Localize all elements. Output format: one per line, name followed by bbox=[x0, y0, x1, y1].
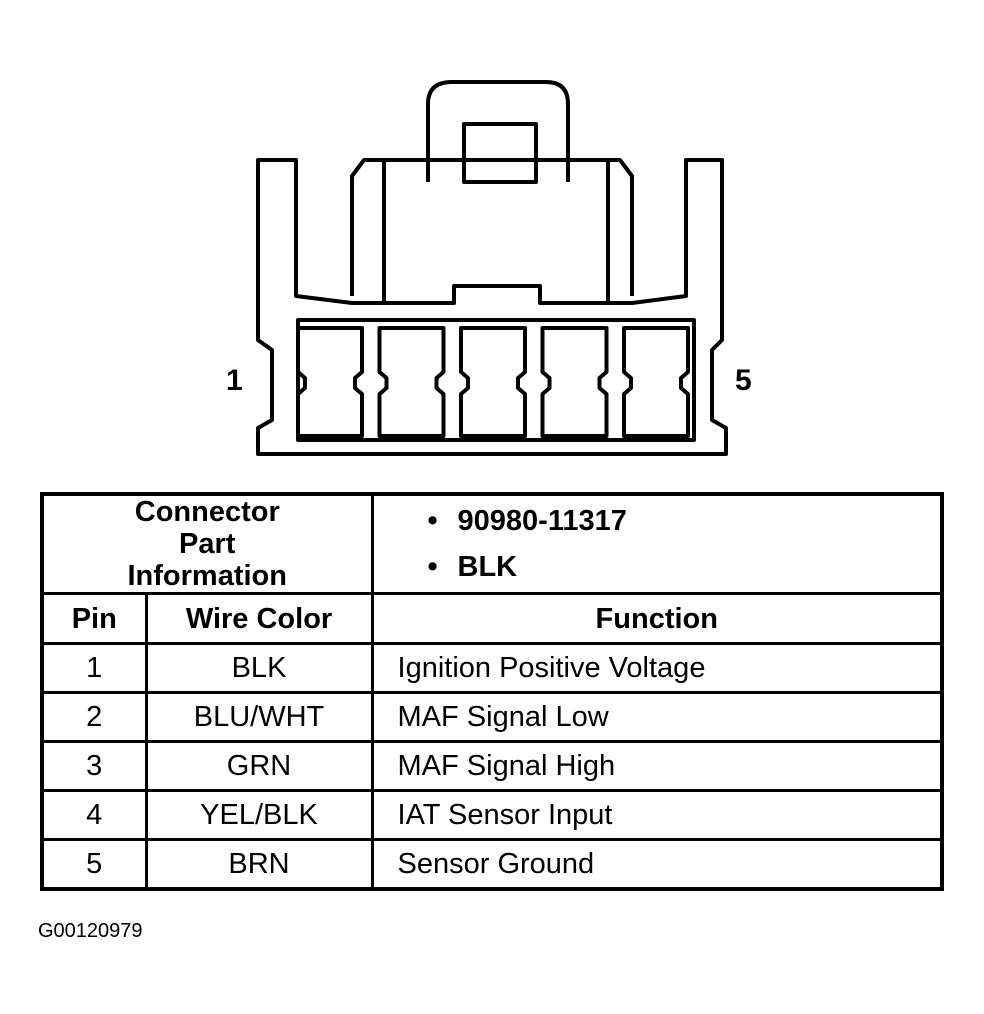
table-header-row: Pin Wire Color Function bbox=[40, 592, 944, 645]
table-row: 5 BRN Sensor Ground bbox=[40, 838, 944, 891]
pin-1-label: 1 bbox=[226, 364, 243, 397]
part-number-value: 90980-11317 bbox=[457, 505, 627, 537]
cell-function: Sensor Ground bbox=[370, 838, 944, 891]
part-color-value: BLK bbox=[457, 551, 518, 583]
table-row: 1 BLK Ignition Positive Voltage bbox=[40, 642, 944, 694]
connector-cavity-window bbox=[296, 318, 696, 442]
pin-5-label: 5 bbox=[735, 364, 752, 397]
header-pin: Pin bbox=[40, 592, 148, 645]
part-info-label: Connector Part Information bbox=[40, 492, 374, 595]
cell-pin: 2 bbox=[40, 691, 148, 743]
table-row: 3 GRN MAF Signal High bbox=[40, 740, 944, 792]
part-info-values: • 90980-11317 • BLK bbox=[370, 492, 944, 595]
connector-cavity-1 bbox=[296, 326, 364, 438]
bullet-icon: • bbox=[427, 551, 438, 583]
cell-function: Ignition Positive Voltage bbox=[370, 642, 944, 694]
header-wire-color: Wire Color bbox=[144, 592, 374, 645]
part-number: • 90980-11317 bbox=[428, 498, 940, 544]
cell-pin: 4 bbox=[40, 789, 148, 841]
connector-outer-body bbox=[256, 158, 728, 456]
connector-center-housing bbox=[350, 158, 634, 296]
cell-wire-color: BLU/WHT bbox=[144, 691, 374, 743]
figure-code: G00120979 bbox=[38, 920, 143, 942]
connector-pinout-table: Connector Part Information • 90980-11317 … bbox=[40, 492, 944, 891]
bullet-icon: • bbox=[427, 505, 438, 537]
cell-wire-color: GRN bbox=[144, 740, 374, 792]
connector-drawing bbox=[256, 80, 728, 456]
cell-function: MAF Signal Low bbox=[370, 691, 944, 743]
connector-lock-tab-window bbox=[462, 122, 538, 184]
part-info-row: Connector Part Information • 90980-11317 … bbox=[40, 492, 944, 595]
connector-cavity-2 bbox=[377, 326, 446, 438]
header-function: Function bbox=[370, 592, 944, 645]
connector-cavity-4 bbox=[540, 326, 609, 438]
part-color: • BLK bbox=[428, 544, 940, 590]
cell-wire-color: BLK bbox=[144, 642, 374, 694]
cell-pin: 3 bbox=[40, 740, 148, 792]
cell-function: MAF Signal High bbox=[370, 740, 944, 792]
connector-lock-tab bbox=[426, 80, 570, 182]
connector-cavity-5 bbox=[622, 326, 690, 438]
cell-wire-color: BRN bbox=[144, 838, 374, 891]
cell-pin: 5 bbox=[40, 838, 148, 891]
connector-cavity-3 bbox=[459, 326, 527, 438]
table-row: 4 YEL/BLK IAT Sensor Input bbox=[40, 789, 944, 841]
table-row: 2 BLU/WHT MAF Signal Low bbox=[40, 691, 944, 743]
cell-function: IAT Sensor Input bbox=[370, 789, 944, 841]
cell-wire-color: YEL/BLK bbox=[144, 789, 374, 841]
cell-pin: 1 bbox=[40, 642, 148, 694]
